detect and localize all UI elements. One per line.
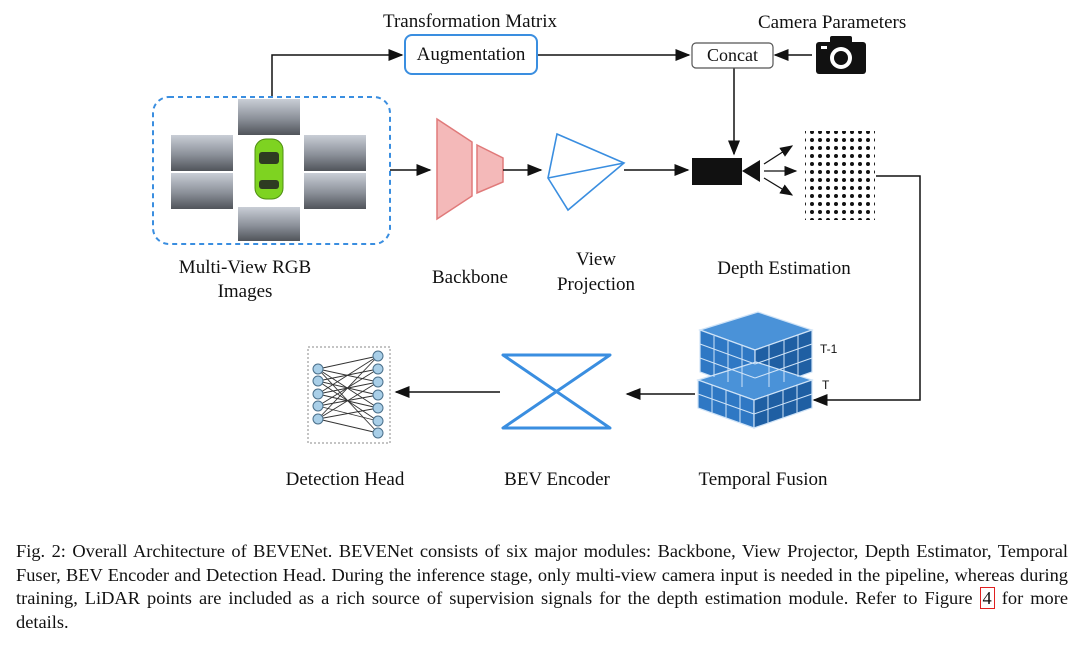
concat-label: Concat xyxy=(707,45,758,65)
depth-estimation-label: Depth Estimation xyxy=(717,258,851,279)
multiview-label-line2: Images xyxy=(217,281,273,302)
camera-parameters-label: Camera Parameters xyxy=(758,12,907,33)
depth-camera-icon xyxy=(692,158,760,185)
arrow-images-to-augmentation xyxy=(271,49,404,97)
bev-encoder-label: BEV Encoder xyxy=(504,469,610,490)
augmentation-label: Augmentation xyxy=(416,44,526,65)
caption-text: Fig. 2: Overall Architecture of BEVENet.… xyxy=(16,541,1068,608)
view-label-line2: Projection xyxy=(556,274,636,295)
car-icon xyxy=(254,138,284,200)
detection-head-network xyxy=(307,346,391,444)
temporal-fusion-cubes xyxy=(696,311,814,429)
depth-dot-grid xyxy=(805,131,875,220)
backbone-label: Backbone xyxy=(432,267,508,288)
caption-text-end: for more details. xyxy=(16,588,1068,632)
concat-box xyxy=(691,42,774,69)
multiview-container xyxy=(152,96,391,245)
figure-caption: Fig. 2: Overall Architecture of BEVENet.… xyxy=(16,540,1068,634)
t-minus-1-label: T-1 xyxy=(820,342,838,356)
bev-encoder-icon xyxy=(501,353,612,430)
view-projection-icon xyxy=(547,132,626,212)
transformation-matrix-label: Transformation Matrix xyxy=(383,11,557,32)
arrow-depth-to-fusion xyxy=(812,175,921,406)
augmentation-box xyxy=(404,34,538,75)
detection-head-label: Detection Head xyxy=(285,469,405,490)
multiview-label-line1: Multi-View RGB xyxy=(178,257,312,278)
view-label-line1: View xyxy=(575,249,616,270)
depth-rays xyxy=(763,145,798,196)
figure-reference-link[interactable]: 4 xyxy=(979,587,995,609)
camera-icon xyxy=(816,36,866,74)
architecture-diagram xyxy=(152,34,921,444)
camera-images xyxy=(171,99,366,241)
temporal-fusion-label: Temporal Fusion xyxy=(698,469,828,490)
backbone-shape xyxy=(436,117,504,221)
t-label: T xyxy=(822,378,830,392)
